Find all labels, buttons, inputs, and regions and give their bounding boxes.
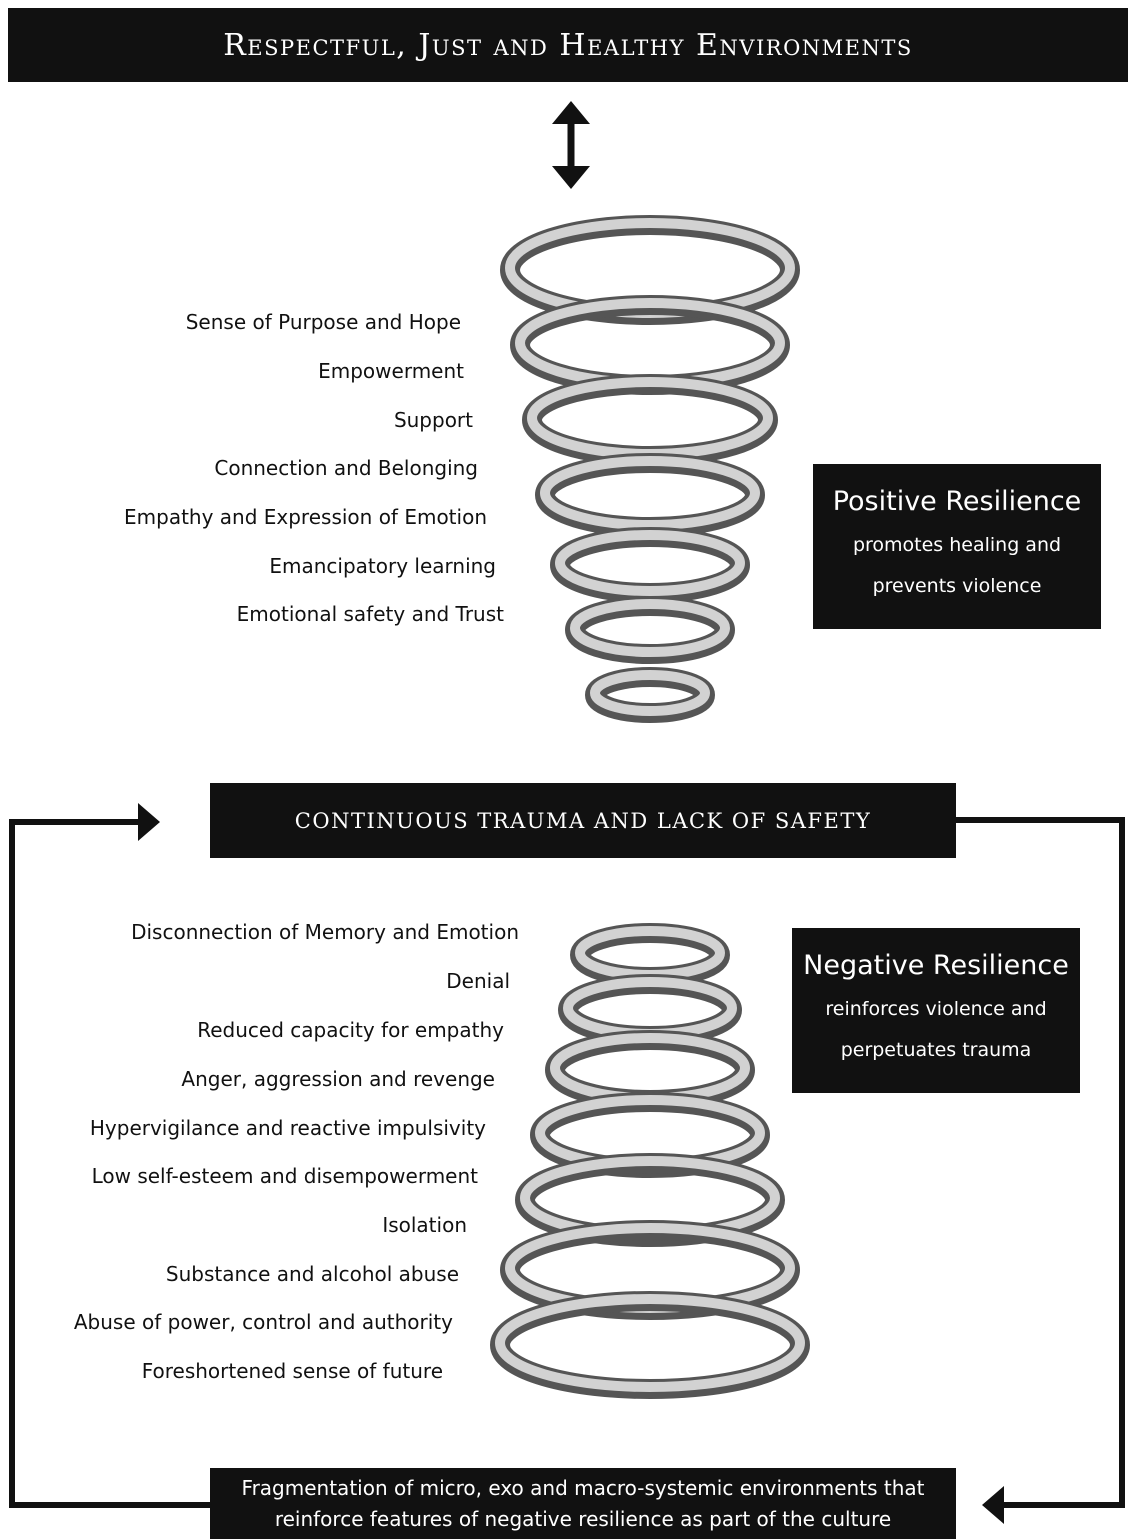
loop-arrow-head-right	[138, 803, 160, 841]
bottom-banner-line-2: reinforce features of negative resilienc…	[274, 1506, 892, 1531]
top-banner-title: Respectful, Just and Healthy Environment…	[223, 27, 913, 63]
middle-banner-text: CONTINUOUS TRAUMA AND LACK OF SAFETY	[294, 808, 872, 833]
negative-factor-list: Disconnection of Memory and Emotion Deni…	[73, 920, 519, 1383]
list-item: Reduced capacity for empathy	[197, 1018, 504, 1042]
list-item: Foreshortened sense of future	[141, 1359, 443, 1383]
double-arrow-icon	[552, 101, 590, 189]
list-item: Low self-esteem and disempowerment	[91, 1164, 478, 1188]
positive-factor-list: Sense of Purpose and Hope Empowerment Su…	[0, 0, 1129, 760]
list-item: Isolation	[382, 1213, 467, 1237]
loop-arrow-icon	[9, 817, 1125, 1508]
list-item: Hypervigilance and reactive impulsivity	[89, 1116, 486, 1140]
bottom-banner-line-1: Fragmentation of micro, exo and macro-sy…	[241, 1475, 925, 1500]
spring-coil-highlight	[590, 670, 710, 716]
spring-coil-highlight	[555, 530, 745, 596]
list-item: Denial	[446, 969, 510, 993]
spring-coil-highlight	[570, 599, 730, 657]
list-item: Disconnection of Memory and Emotion	[131, 920, 519, 944]
negative-resilience-title: Negative Resilience	[803, 950, 1069, 981]
spring-coil-highlight	[495, 1294, 805, 1392]
list-item: Emotional safety and Trust	[236, 602, 504, 626]
negative-resilience-box: Negative Resilience reinforces violence …	[792, 928, 1080, 1093]
list-item: Abuse of power, control and authority	[73, 1310, 453, 1334]
positive-resilience-box: Positive Resilience promotes healing and…	[813, 464, 1101, 629]
list-item: Support	[393, 408, 473, 432]
list-item: Emancipatory learning	[269, 554, 496, 578]
loop-arrow-head-left	[982, 1486, 1004, 1524]
negative-resilience-desc-1: reinforces violence and	[825, 998, 1047, 1020]
positive-resilience-desc-1: promotes healing and	[852, 534, 1062, 556]
list-item: Substance and alcohol abuse	[165, 1262, 459, 1286]
spring-icon-negative	[490, 923, 810, 1399]
spring-coil-highlight	[540, 456, 760, 530]
list-item: Empathy and Expression of Emotion	[124, 505, 487, 529]
spring-icon-positive	[500, 215, 800, 723]
negative-resilience-desc-2: perpetuates trauma	[840, 1039, 1032, 1061]
top-banner: Respectful, Just and Healthy Environment…	[8, 8, 1128, 82]
list-item: Empowerment	[318, 359, 464, 383]
list-item: Connection and Belonging	[214, 456, 478, 480]
list-item: Anger, aggression and revenge	[181, 1067, 495, 1091]
positive-resilience-title: Positive Resilience	[832, 486, 1082, 517]
positive-resilience-desc-2: prevents violence	[872, 575, 1042, 597]
list-item: Sense of Purpose and Hope	[185, 310, 461, 334]
middle-banner: CONTINUOUS TRAUMA AND LACK OF SAFETY	[210, 783, 956, 858]
bottom-banner: Fragmentation of micro, exo and macro-sy…	[210, 1468, 956, 1539]
